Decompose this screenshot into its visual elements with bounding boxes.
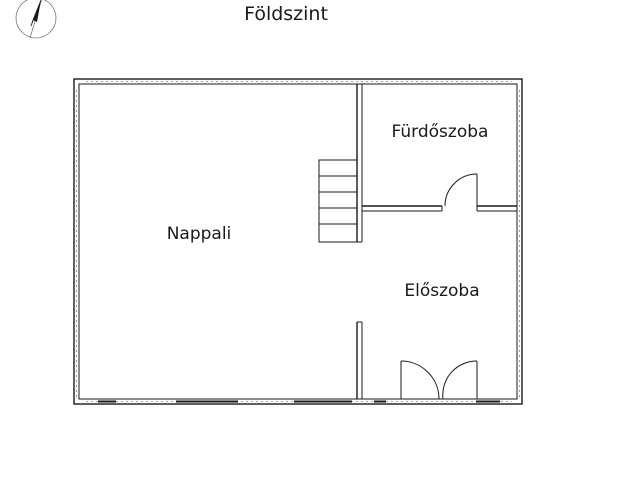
room-label-hall: Előszoba: [404, 281, 479, 301]
staircase: [318, 159, 358, 243]
interior-wall-horizontal: [362, 205, 517, 212]
entrance-door: [400, 360, 478, 400]
interior-wall-vertical: [356, 84, 363, 399]
bathroom-door: [444, 173, 478, 207]
plan-title: Földszint: [244, 3, 328, 25]
room-label-living: Nappali: [167, 224, 232, 244]
room-label-bathroom: Fürdőszoba: [392, 122, 489, 142]
north-arrow-icon: [15, 0, 57, 39]
outer-wall: [73, 78, 523, 405]
